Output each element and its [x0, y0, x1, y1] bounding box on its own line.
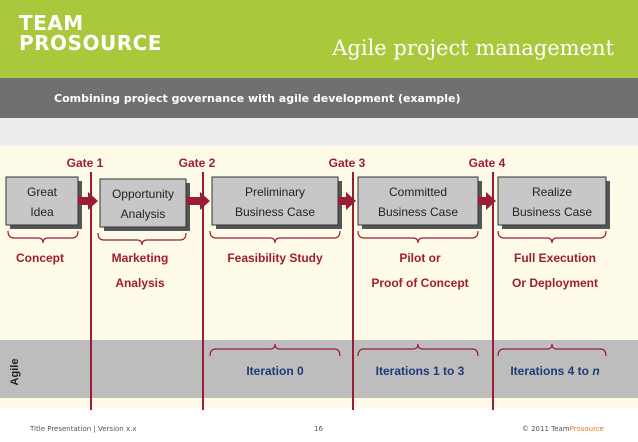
stage-box-3-line-1: Preliminary [245, 185, 305, 199]
header-bar: TEAM PROSOURCE Agile project management [0, 0, 638, 78]
arrow-1 [78, 192, 98, 210]
arrow-4 [478, 192, 496, 210]
light-band [0, 118, 638, 146]
slide-subtitle: Combining project governance with agile … [54, 92, 461, 105]
iteration-brace-3 [497, 343, 607, 357]
arrow-3 [338, 192, 356, 210]
phase-label-4-line-2: Proof of Concept [371, 276, 468, 290]
phase-label-5-line-1: Full Execution [514, 251, 596, 265]
stage-box-2-line-1: Opportunity [112, 187, 174, 201]
stage-box-preliminary-business-case [211, 176, 339, 226]
copyright-brand: Prosource [569, 425, 604, 433]
iteration-label-3: Iterations 4 to n [510, 364, 599, 378]
slide-title: Agile project management [332, 36, 614, 60]
stage-box-3-line-2: Business Case [235, 205, 315, 219]
stage-box-committed-business-case [357, 176, 479, 226]
phase-label-2-line-1: Marketing [112, 251, 169, 265]
phase-brace-5 [497, 230, 607, 244]
stage-box-great-idea [5, 176, 79, 226]
iteration-brace-2 [357, 343, 479, 357]
phase-label-4-line-1: Pilot or [399, 251, 441, 265]
agile-band [0, 340, 638, 398]
footer-presentation-title: Title Presentation | Version x.x [30, 425, 137, 433]
agile-label: Agile [9, 359, 21, 386]
arrow-2 [186, 192, 210, 210]
phase-brace-2 [97, 232, 187, 246]
stage-box-4-line-1: Committed [389, 185, 447, 199]
iteration-brace-1 [209, 343, 341, 357]
stage-box-1-line-2: Idea [30, 205, 54, 219]
stage-box-5-line-2: Business Case [512, 205, 592, 219]
logo-line-1: TEAM [19, 11, 84, 35]
phase-label-3-line-1: Feasibility Study [227, 251, 323, 265]
phase-brace-4 [357, 230, 479, 244]
phase-label-5-line-2: Or Deployment [512, 276, 598, 290]
footer: Title Presentation | Version x.x 16 © 20… [0, 420, 638, 442]
gate-label-4: Gate 4 [469, 156, 506, 170]
stage-box-realize-business-case [497, 176, 607, 226]
iteration-label-2: Iterations 1 to 3 [376, 364, 465, 378]
copyright-text: © 2011 Team [521, 425, 570, 433]
footer-page-number: 16 [314, 425, 323, 433]
subtitle-bar [0, 78, 638, 118]
gate-label-1: Gate 1 [67, 156, 104, 170]
iteration-label-1: Iteration 0 [246, 364, 304, 378]
stage-box-5-line-1: Realize [532, 185, 572, 199]
phase-brace-1 [7, 230, 79, 244]
phase-label-1-line-1: Concept [16, 251, 64, 265]
phase-label-2-line-2: Analysis [115, 276, 165, 290]
team-prosource-logo: TEAM PROSOURCE [19, 13, 162, 53]
gate-label-3: Gate 3 [329, 156, 366, 170]
stage-box-opportunity-analysis [99, 178, 187, 228]
stage-box-1-line-1: Great [27, 185, 58, 199]
stage-box-2-line-2: Analysis [121, 207, 166, 221]
phase-brace-3 [209, 230, 341, 244]
stage-box-4-line-2: Business Case [378, 205, 458, 219]
gate-label-2: Gate 2 [179, 156, 216, 170]
footer-copyright: © 2011 TeamProsource [522, 425, 604, 433]
logo-line-2: PROSOURCE [19, 31, 162, 55]
